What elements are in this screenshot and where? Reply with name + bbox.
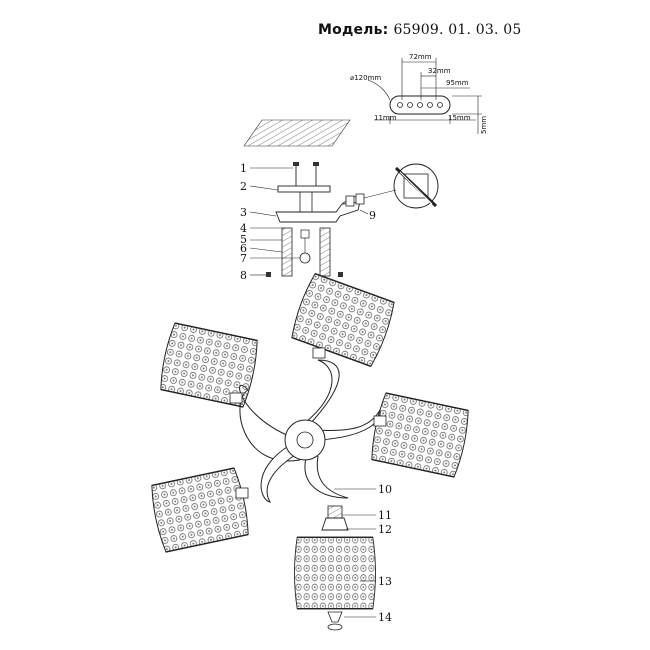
lamp-shade-left — [148, 466, 252, 554]
callout-11: 11 — [378, 509, 392, 522]
dim-5mm: 5mm — [480, 116, 488, 134]
dim-95mm: 95mm — [446, 79, 469, 87]
mounting-plate-dimensions: 72mm 32mm 95mm ⌀120mm 11mm 15mm 5mm — [350, 53, 488, 134]
dim-11mm: 11mm — [374, 114, 397, 122]
lamp-shade-upper-left — [157, 321, 261, 409]
model-title: Модель: 65909. 01. 03. 05 — [318, 20, 522, 38]
callout-7: 7 — [240, 252, 247, 265]
callout-9: 9 — [369, 209, 376, 222]
ceiling-surface — [243, 119, 351, 147]
lamp-shade-bottom — [293, 536, 377, 610]
callout-12: 12 — [378, 523, 392, 536]
callout-10: 10 — [378, 483, 392, 496]
callout-14: 14 — [378, 611, 392, 624]
dim-72mm: 72mm — [409, 53, 432, 61]
dim-32mm: 32mm — [428, 67, 451, 75]
lamp-shade-top — [288, 271, 398, 369]
callout-4: 4 — [240, 222, 247, 235]
callout-5: 5 — [240, 233, 247, 246]
callout-1: 1 — [240, 162, 247, 175]
callout-3: 3 — [240, 206, 247, 219]
dim-diameter-120mm: ⌀120mm — [350, 74, 381, 82]
model-label: Модель: — [318, 22, 389, 38]
model-number: 65909. 01. 03. 05 — [393, 22, 522, 38]
callout-8: 8 — [240, 269, 247, 282]
dim-15mm: 15mm — [448, 114, 471, 122]
callout-numbers: 1 2 3 4 5 6 7 8 9 10 11 12 13 14 — [240, 162, 392, 624]
fixture-body — [148, 271, 472, 631]
lamp-shade-right — [368, 391, 472, 479]
callout-6: 6 — [240, 242, 247, 255]
leader-lines — [249, 167, 376, 618]
callout-2: 2 — [240, 180, 247, 193]
mount-assembly — [266, 162, 439, 277]
callout-13: 13 — [378, 575, 392, 588]
